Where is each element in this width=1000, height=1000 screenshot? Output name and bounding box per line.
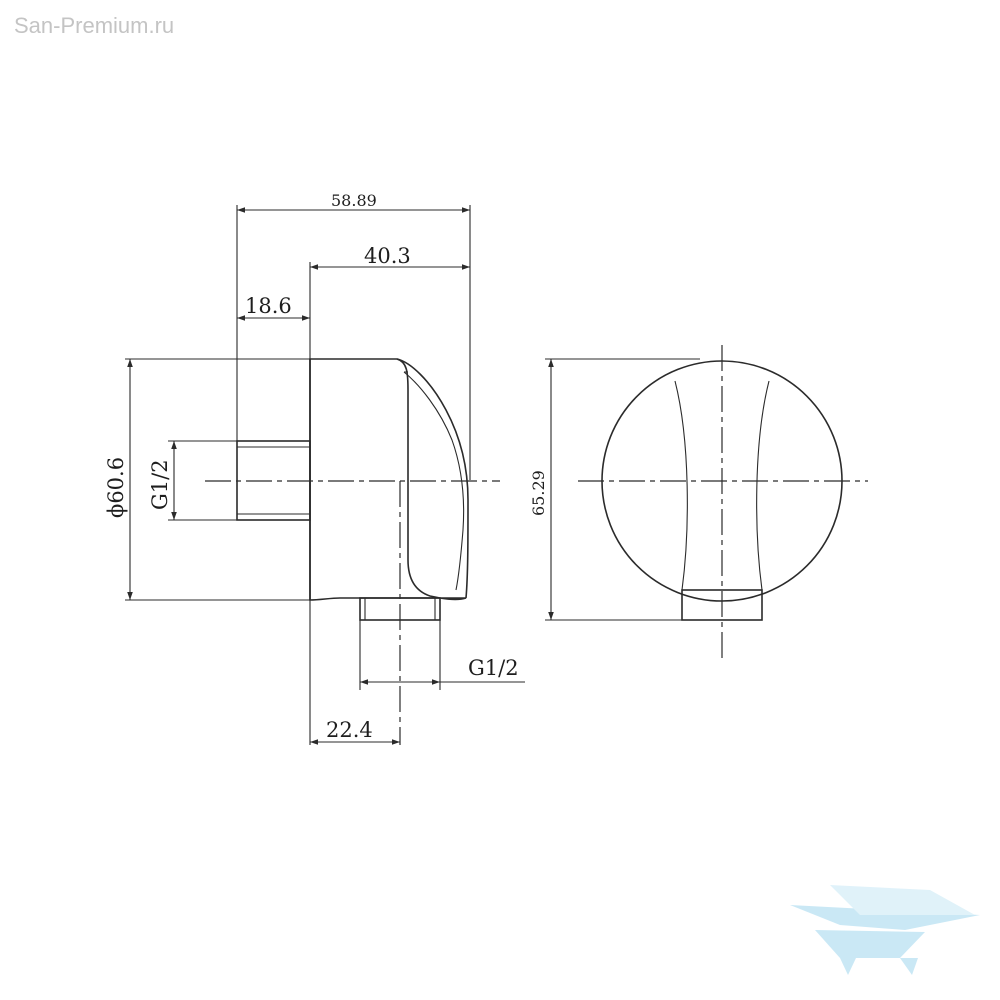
front-curve [396,358,469,599]
front-view [578,345,868,660]
watermark-logo [790,885,980,975]
body-outline [309,358,467,601]
dim-overall-depth: 58.89 [331,191,377,210]
dim-front-height: 65.29 [529,470,548,516]
dim-rear-thread-length: 18.6 [245,294,292,318]
dim-body-depth: 40.3 [364,244,411,268]
dimension-lines [125,205,700,745]
front-bottom-nipple [681,589,763,621]
side-view [205,358,500,745]
dim-bottom-thread: G1/2 [468,656,519,680]
dim-diameter: ϕ60.6 [104,457,128,518]
dim-bottom-offset: 22.4 [326,718,373,742]
dim-rear-thread: G1/2 [148,459,172,510]
watermark-text: San-Premium.ru [14,13,174,38]
